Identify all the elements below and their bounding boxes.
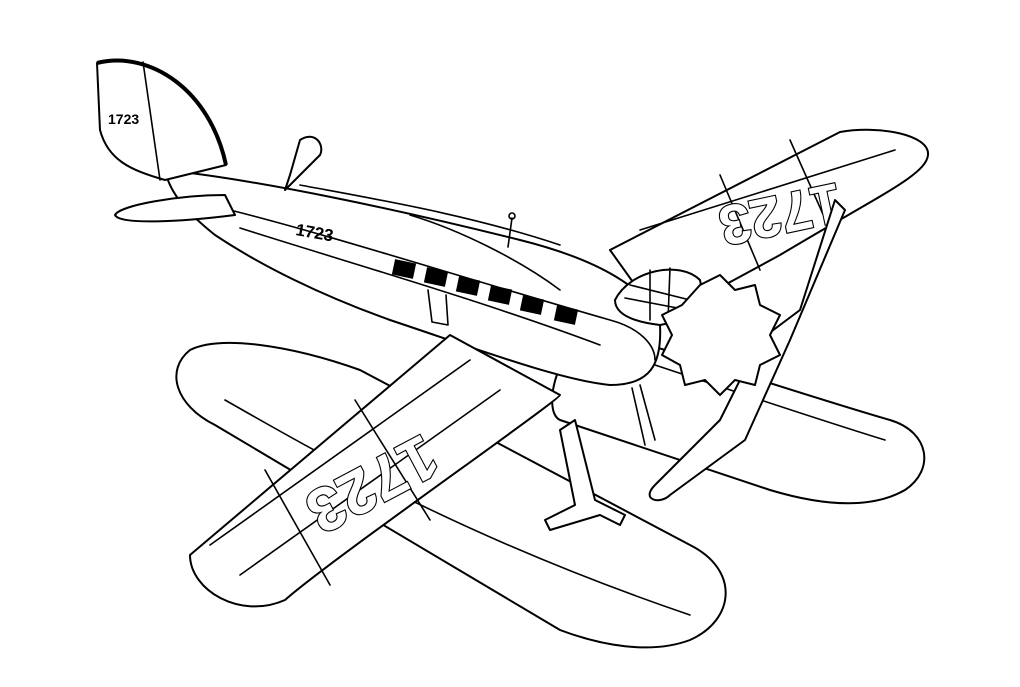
fuselage: 1723: [164, 169, 662, 386]
propeller: [648, 199, 846, 502]
tail-fin: 1723: [96, 58, 228, 181]
cabin-windows: [391, 259, 579, 325]
tail-stabilizer: [114, 135, 323, 223]
tail-number: 1723: [108, 111, 139, 127]
float-struts: [544, 384, 656, 531]
